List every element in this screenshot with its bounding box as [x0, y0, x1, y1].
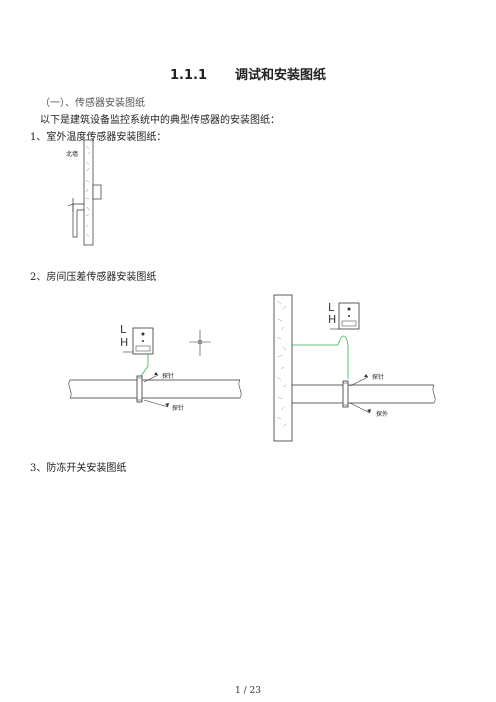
label-l-right: L	[328, 301, 335, 314]
pressure-sensor-diagram-left: L H 探针 探针	[68, 323, 242, 412]
probe-label-right: 探针	[372, 373, 384, 381]
section-heading: 1.1.1 调试和安装图纸	[0, 64, 496, 83]
section-number: 1.1.1	[169, 68, 207, 83]
item-room-pressure-sensor: 2、房间压差传感器安装图纸	[30, 272, 157, 283]
intro-paragraph: 以下是建筑设备监控系统中的典型传感器的安装图纸：	[40, 115, 280, 126]
section-title: 调试和安装图纸	[235, 68, 327, 83]
page-number: 1 / 23	[235, 686, 261, 696]
item-antifreeze-switch: 3、防冻开关安装图纸	[30, 463, 127, 474]
item-outdoor-temp-sensor: 1、室外温度传感器安装图纸：	[30, 132, 167, 143]
probe-outer-label: 探针	[172, 404, 184, 412]
pressure-sensor-diagram-right: L H 探针 探外	[273, 294, 436, 442]
label-h: H	[120, 336, 128, 349]
outside-label: 探外	[376, 410, 388, 418]
subheading: （一）、传感器安装图纸	[40, 98, 145, 109]
label-l: L	[120, 323, 127, 336]
label-h-right: H	[328, 313, 336, 326]
outdoor-temp-sensor-diagram: 北墙	[66, 139, 102, 246]
north-wall-label: 北墙	[66, 150, 78, 158]
probe-label: 探针	[162, 372, 174, 380]
